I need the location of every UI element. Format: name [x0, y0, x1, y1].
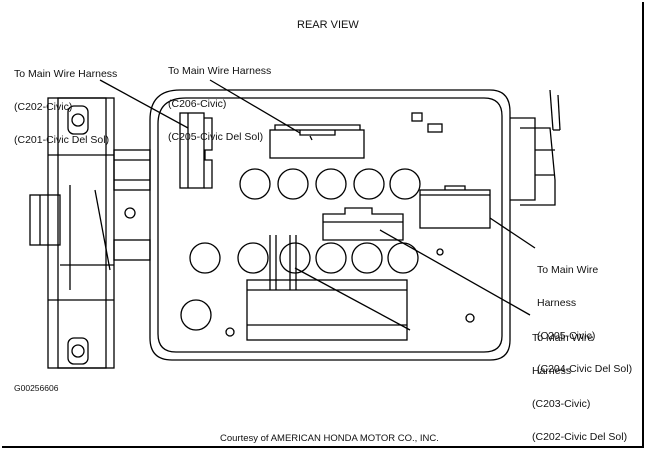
- callout-line: Harness: [532, 365, 572, 377]
- callout-top-center: To Main Wire Harness (C206-Civic) (C205-…: [168, 44, 271, 165]
- callout-line: (C203-Civic): [532, 398, 591, 410]
- callout-line: (C205-Civic): [537, 330, 596, 342]
- relay-row-upper: [239, 168, 421, 200]
- callout-line: (C202-Civic): [14, 101, 73, 113]
- callout-line: (C204-Civic Del Sol): [537, 363, 633, 375]
- diagram-frame: [2, 2, 644, 448]
- callout-top-left: To Main Wire Harness (C202-Civic) (C201-…: [14, 47, 117, 168]
- fuse-box-inner-outline: [157, 97, 503, 353]
- fuse-box-diagram: REAR VIEW To Main Wire Harness (C202-Civ…: [2, 2, 644, 448]
- left-mounting-bracket: [29, 97, 151, 369]
- figure-id: G00256606: [14, 383, 59, 393]
- connector-c205: [419, 185, 491, 229]
- leader-lines: [99, 79, 536, 331]
- callout-line: (C202-Civic Del Sol): [532, 431, 628, 443]
- callout-right-lower: To Main Wire Harness (C203-Civic) (C202-…: [532, 311, 627, 465]
- relay-row-lower: [189, 242, 419, 274]
- callout-line: Harness: [537, 297, 577, 309]
- right-side-bracket: [510, 89, 561, 206]
- connector-c206: [269, 124, 365, 159]
- fuse-box-drawing: [29, 79, 561, 369]
- diagram-title: REAR VIEW: [297, 19, 359, 31]
- callout-line: To Main Wire: [532, 332, 594, 344]
- relay-bottom-left: [180, 299, 212, 331]
- fuse-box-outline: [149, 89, 511, 361]
- callout-right-upper: To Main Wire Harness (C205-Civic) (C204-…: [537, 243, 632, 397]
- callout-line: (C205-Civic Del Sol): [168, 131, 264, 143]
- lower-fuse-block: [246, 235, 408, 341]
- callout-line: To Main Wire: [537, 264, 599, 276]
- callout-line: (C201-Civic Del Sol): [14, 134, 110, 146]
- credit-line: Courtesy of AMERICAN HONDA MOTOR CO., IN…: [220, 433, 439, 444]
- connector-c202: [179, 112, 213, 189]
- callout-line: To Main Wire Harness: [168, 65, 272, 77]
- connector-middle: [322, 207, 404, 241]
- callout-line: To Main Wire Harness: [14, 68, 118, 80]
- callout-line: (C206-Civic): [168, 98, 227, 110]
